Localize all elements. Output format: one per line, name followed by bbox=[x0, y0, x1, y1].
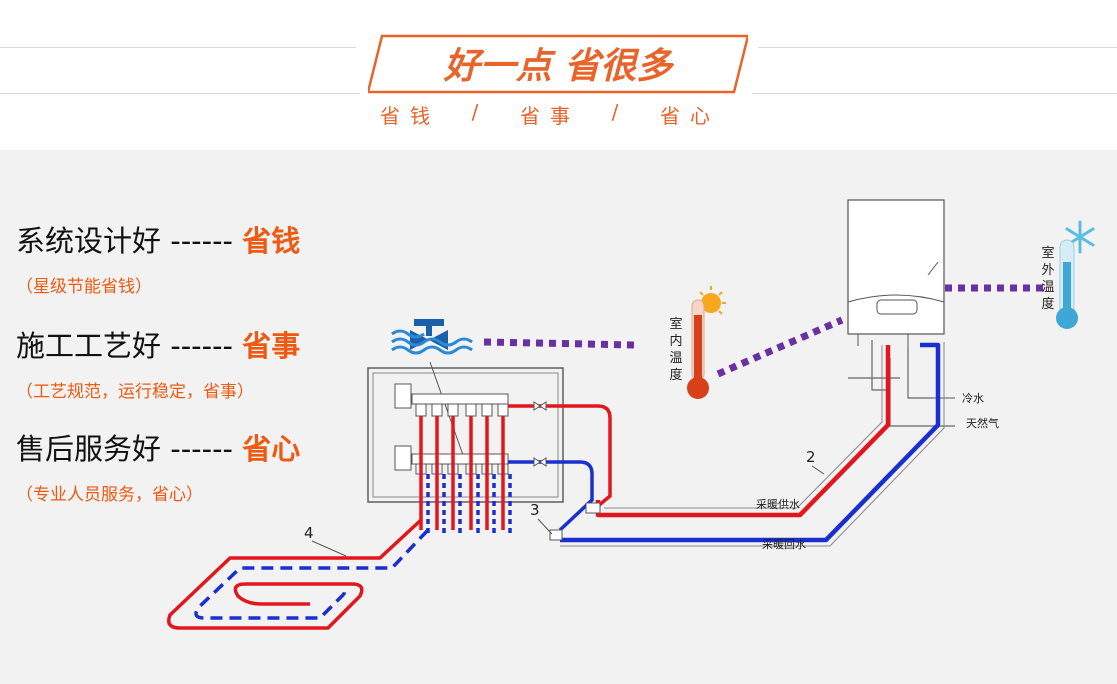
return-pipe-outline bbox=[560, 342, 945, 547]
label-number-4: 4 bbox=[304, 524, 314, 542]
slogan: 省钱 / 省事 / 省心 bbox=[380, 100, 720, 130]
supply-ball-valve bbox=[533, 401, 547, 411]
heating-diagram: 室 内 温 度 室 外 温 度 冷水 天然气 采暖供水 采暖回水 2 bbox=[167, 199, 1095, 630]
feature-design-dashes: ------ bbox=[161, 224, 243, 258]
indoor-temp-label-3: 温 bbox=[669, 351, 682, 366]
feature-construction-title: 施工工艺好 ------ 省事 bbox=[16, 323, 300, 365]
header: 好一点 省很多 省钱 / 省事 / 省心 bbox=[0, 0, 1117, 150]
brand-logo: 好一点 省很多 bbox=[368, 34, 748, 94]
indoor-temp-label-4: 度 bbox=[669, 367, 682, 383]
natural-gas-label: 天然气 bbox=[966, 416, 999, 430]
outdoor-temp-label-2: 外 bbox=[1041, 263, 1054, 278]
slogan-item-1: 省钱 bbox=[380, 104, 440, 128]
feature-construction-name: 施工工艺好 bbox=[16, 329, 162, 363]
feature-service-dashes: ------ bbox=[161, 432, 243, 466]
slogan-sep-1: / bbox=[471, 100, 489, 124]
manifold-loop-pipes bbox=[419, 416, 512, 536]
feature-design-sub: （星级节能省钱） bbox=[16, 277, 152, 297]
slogan-item-2: 省事 bbox=[520, 104, 580, 128]
feature-service-name: 售后服务好 bbox=[16, 432, 162, 466]
supply-label: 采暖供水 bbox=[756, 497, 800, 511]
header-line-left-top bbox=[0, 47, 356, 48]
outdoor-temp-label-1: 室 bbox=[1041, 245, 1054, 261]
outdoor-thermometer-icon bbox=[1056, 220, 1095, 329]
indoor-temp-label-2: 内 bbox=[669, 333, 682, 349]
indoor-temp-label-1: 室 bbox=[669, 316, 682, 332]
label-3-leader bbox=[537, 518, 553, 535]
feature-construction-highlight: 省事 bbox=[242, 329, 301, 363]
boiler-gray-pipes bbox=[848, 340, 955, 427]
slogan-sep-2: / bbox=[611, 100, 629, 124]
header-line-right-top bbox=[758, 47, 1117, 48]
floor-coil-return bbox=[194, 528, 430, 620]
feature-construction: 施工工艺好 ------ 省事 （工艺规范，运行稳定，省事） bbox=[16, 323, 300, 402]
feature-design: 系统设计好 ------ 省钱 （星级节能省钱） bbox=[16, 218, 300, 297]
return-label: 采暖回水 bbox=[762, 538, 806, 551]
label-2-leader bbox=[811, 465, 825, 475]
label-number-3: 3 bbox=[530, 501, 540, 519]
feature-service-title: 售后服务好 ------ 省心 bbox=[16, 426, 300, 468]
supply-pipe-outline bbox=[604, 345, 883, 509]
floor-coil-supply bbox=[167, 518, 423, 630]
filter-valve-icon bbox=[549, 502, 601, 541]
indoor-link-dotted bbox=[716, 316, 844, 378]
boiler-unit bbox=[847, 199, 945, 348]
indoor-thermometer-icon bbox=[687, 286, 726, 399]
manifold-supply-bar bbox=[394, 383, 509, 417]
feature-construction-dashes: ------ bbox=[161, 329, 243, 363]
feature-design-title: 系统设计好 ------ 省钱 bbox=[16, 218, 300, 260]
cold-water-label: 冷水 bbox=[962, 392, 984, 405]
return-pipe bbox=[560, 342, 941, 543]
feature-construction-sub: （工艺规范，运行稳定，省事） bbox=[16, 382, 254, 402]
brand-logo-text: 好一点 省很多 bbox=[443, 46, 676, 87]
header-line-left-bottom bbox=[0, 93, 360, 94]
label-4-leader bbox=[311, 540, 347, 557]
feature-service-highlight: 省心 bbox=[242, 432, 301, 466]
supply-pipe bbox=[595, 345, 891, 518]
valve-icon bbox=[391, 319, 473, 355]
outdoor-temp-label-4: 度 bbox=[1041, 296, 1054, 312]
feature-service-sub: （专业人员服务，省心） bbox=[16, 485, 203, 505]
valve-link-dotted bbox=[483, 338, 637, 349]
feature-design-highlight: 省钱 bbox=[242, 224, 301, 258]
feature-service: 售后服务好 ------ 省心 （专业人员服务，省心） bbox=[16, 426, 300, 505]
manifold-box bbox=[367, 361, 564, 503]
label-number-2: 2 bbox=[806, 448, 816, 466]
manifold-return-link bbox=[508, 460, 594, 532]
slogan-item-3: 省心 bbox=[660, 104, 720, 128]
feature-design-name: 系统设计好 bbox=[16, 224, 162, 258]
return-ball-valve bbox=[533, 457, 547, 467]
outdoor-temp-label-3: 温 bbox=[1041, 280, 1054, 295]
manifold-supply-link bbox=[508, 404, 612, 508]
header-line-right-bottom bbox=[752, 93, 1117, 94]
